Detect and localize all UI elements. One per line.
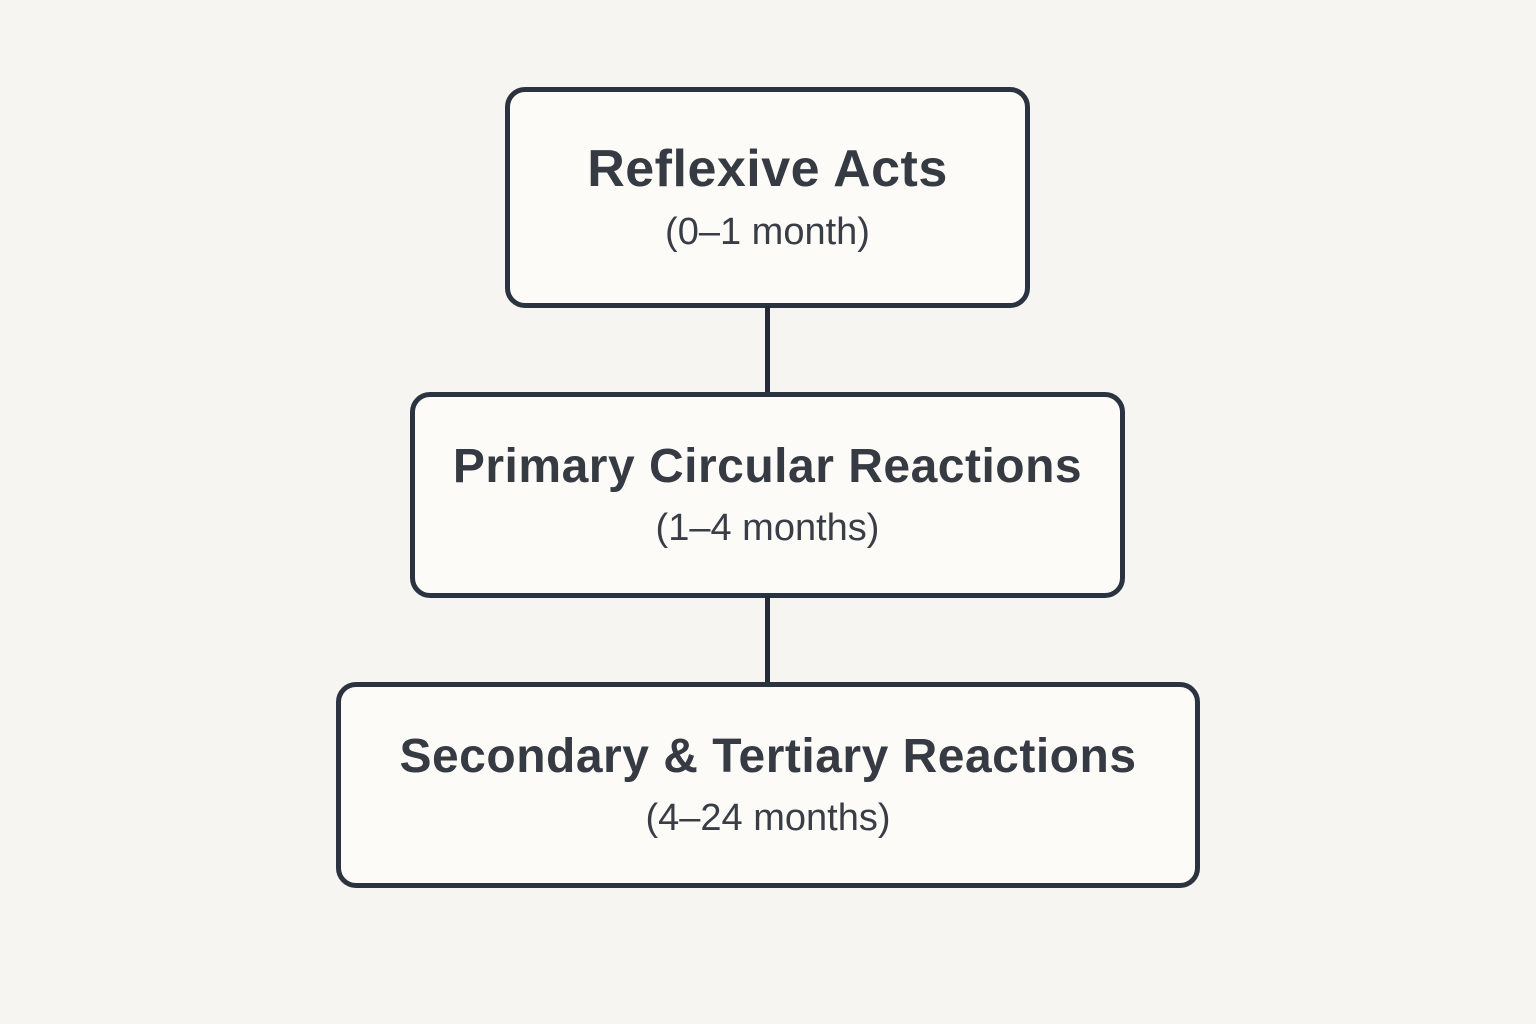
node-subtitle: (1–4 months) <box>655 506 880 549</box>
node-secondary-tertiary-reactions: Secondary & Tertiary Reactions (4–24 mon… <box>336 682 1200 888</box>
node-reflexive-acts: Reflexive Acts (0–1 month) <box>505 87 1030 308</box>
node-subtitle: (4–24 months) <box>645 796 891 839</box>
node-title: Secondary & Tertiary Reactions <box>399 729 1137 783</box>
connector-primary-to-secondary <box>765 596 770 684</box>
node-title: Primary Circular Reactions <box>452 439 1083 493</box>
connector-reflexive-to-primary <box>765 306 770 394</box>
node-subtitle: (0–1 month) <box>665 211 870 254</box>
node-primary-circular-reactions: Primary Circular Reactions (1–4 months) <box>410 392 1125 598</box>
node-title: Reflexive Acts <box>587 140 948 198</box>
